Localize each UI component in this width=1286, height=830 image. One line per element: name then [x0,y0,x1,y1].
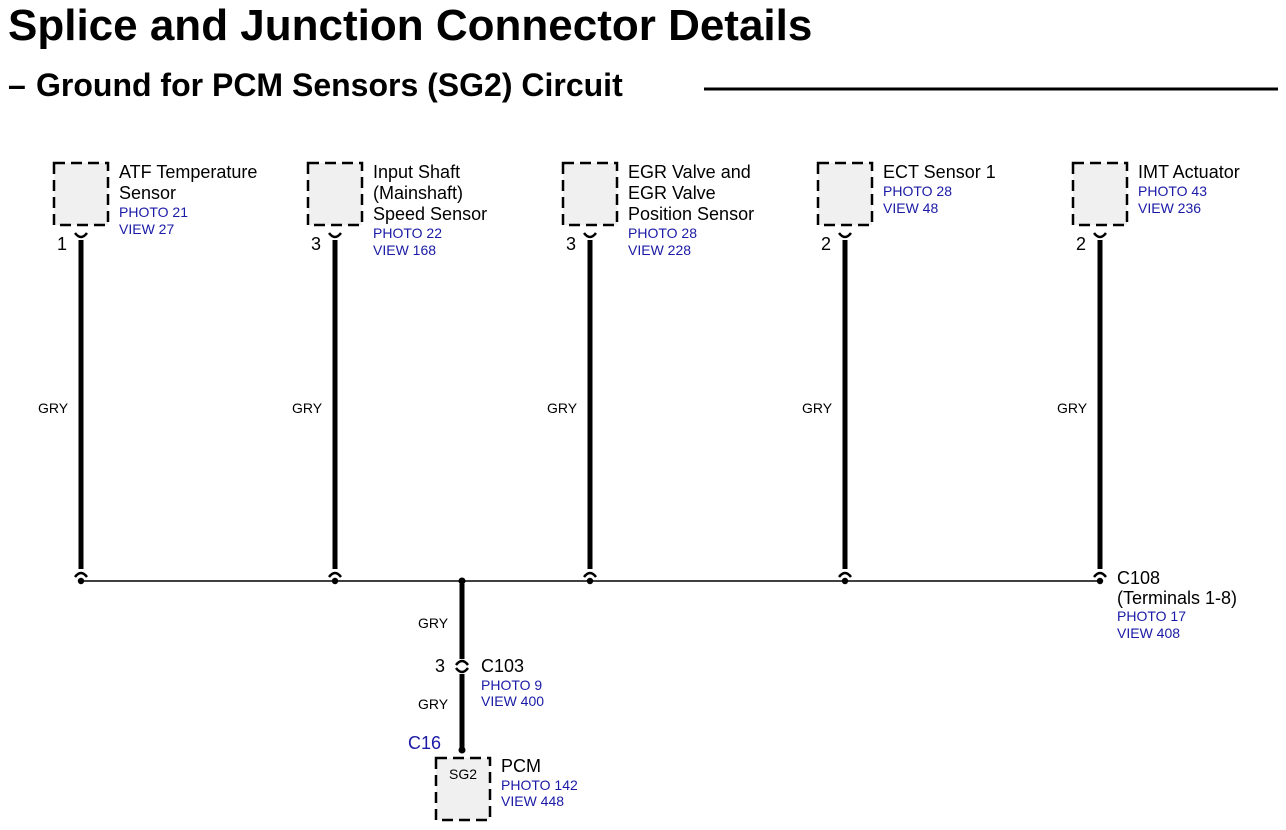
sensor-connector-box[interactable] [816,161,874,227]
sensor-pin-number: 3 [311,234,321,254]
sensor-pin-terminal [1093,232,1107,239]
pcm-name: PCM [501,756,541,776]
pcm-pin-dot [458,746,466,754]
junction-terminal [328,571,342,578]
pcm-terminal-label: SG2 [449,766,477,782]
sensor-pin-number: 3 [566,234,576,254]
junction-photo-link[interactable]: PHOTO 17 [1117,608,1186,624]
sensor-name-line: IMT Actuator [1138,162,1240,182]
sensor-pin-number: 2 [821,234,831,254]
sensor-view-link[interactable]: VIEW 228 [628,242,691,258]
wire-color-label: GRY [802,400,833,416]
junction-view-link[interactable]: VIEW 408 [1117,625,1180,641]
sensor-photo-link[interactable]: PHOTO 28 [628,225,697,241]
sensor-view-link[interactable]: VIEW 48 [883,200,938,216]
pcm-photo-link[interactable]: PHOTO 142 [501,777,578,793]
sensor-1: Input Shaft(Mainshaft)Speed SensorPHOTO … [292,161,487,585]
sensor-pin-terminal [328,232,342,239]
sensor-pin-number: 2 [1076,234,1086,254]
sensor-name-line: (Mainshaft) [373,183,463,203]
c103-pin-upper [455,659,469,666]
wire-color-label: GRY [38,400,69,416]
wire-color-label: GRY [292,400,323,416]
sensor-connector-box[interactable] [52,161,110,227]
c103-pin-lower [455,667,469,674]
sensor-connector-box[interactable] [306,161,364,227]
junction-terminal [583,571,597,578]
pcm-connector-box[interactable] [434,756,492,822]
c103-pin-number: 3 [435,656,445,676]
junction-detail: (Terminals 1-8) [1117,588,1237,608]
wire-color-label: GRY [418,696,449,712]
c103-view-link[interactable]: VIEW 400 [481,693,544,709]
sensor-pin-terminal [838,232,852,239]
sensor-photo-link[interactable]: PHOTO 28 [883,183,952,199]
sensor-name-line: ATF Temperature [119,162,257,182]
wire-color-label: GRY [1057,400,1088,416]
sensor-name-line: EGR Valve [628,183,716,203]
c103-name: C103 [481,656,524,676]
sensor-name-line: Position Sensor [628,204,754,224]
sensor-photo-link[interactable]: PHOTO 21 [119,204,188,220]
subtitle-dash: – [8,67,26,103]
c103-photo-link[interactable]: PHOTO 9 [481,677,542,693]
sensor-photo-link[interactable]: PHOTO 22 [373,225,442,241]
sensor-name-line: EGR Valve and [628,162,751,182]
junction-name: C108 [1117,568,1160,588]
sensor-connector-box[interactable] [561,161,619,227]
wire-color-label: GRY [547,400,578,416]
sensor-pin-number: 1 [57,234,67,254]
pcm-view-link[interactable]: VIEW 448 [501,793,564,809]
sensor-pin-terminal [74,232,88,239]
sensor-name-line: ECT Sensor 1 [883,162,996,182]
sensor-name-line: Speed Sensor [373,204,487,224]
sensor-name-line: Sensor [119,183,176,203]
sensor-pin-terminal [583,232,597,239]
sensor-connector-box[interactable] [1071,161,1129,227]
sensor-name-line: Input Shaft [373,162,460,182]
page-title: Splice and Junction Connector Details [8,1,812,50]
sensor-photo-link[interactable]: PHOTO 43 [1138,183,1207,199]
splice-dot [458,577,466,585]
junction-terminal [1093,571,1107,578]
pcm-connector-id: C16 [408,733,441,753]
junction-terminal [838,571,852,578]
wire-color-label: GRY [418,615,449,631]
sensor-view-link[interactable]: VIEW 168 [373,242,436,258]
page-subtitle: Ground for PCM Sensors (SG2) Circuit [36,67,623,103]
sensor-view-link[interactable]: VIEW 27 [119,221,174,237]
sensor-view-link[interactable]: VIEW 236 [1138,200,1201,216]
junction-terminal [74,571,88,578]
